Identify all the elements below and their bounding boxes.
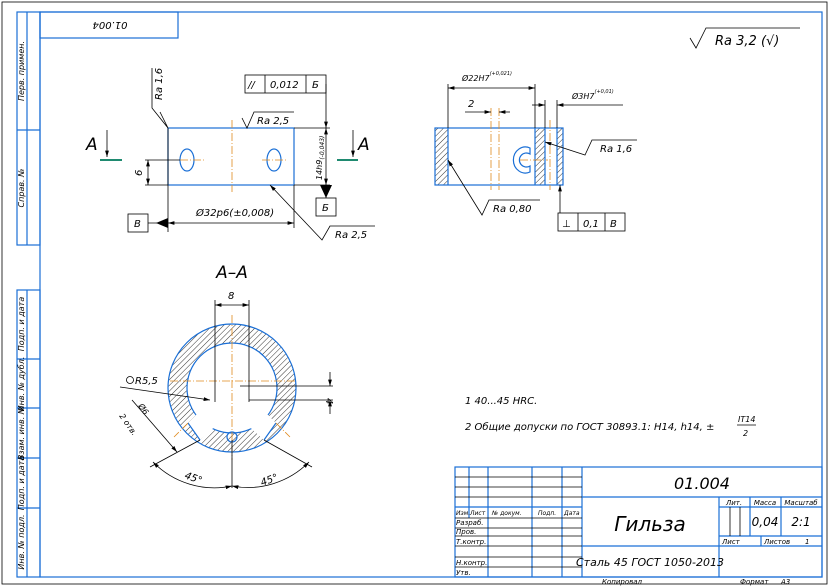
format-label: Формат xyxy=(740,578,769,586)
ra-right: Ra 1,6 xyxy=(600,144,632,155)
scale-value: 2:1 xyxy=(791,515,810,529)
side-strip-label: Взам. инв. № xyxy=(17,406,26,460)
title-block: Изм. Лист № докум. Подп. Дата Разраб. Пр… xyxy=(454,466,823,586)
top-stamp: 01.004 xyxy=(39,11,179,39)
gdt-symbol: ⊥ xyxy=(562,219,571,230)
top-stamp-text: 01.004 xyxy=(93,19,128,30)
note-1: 1 40...45 HRC. xyxy=(465,396,537,407)
gdt-symbol: // xyxy=(247,80,256,91)
ra-left: Ra 1,6 xyxy=(154,68,165,100)
role-approved: Утв. xyxy=(456,569,471,577)
ra-bottom: Ra 2,5 xyxy=(335,230,367,241)
dim-bore: Ø22H7(+0,021) xyxy=(461,71,512,83)
section-a-a: A–A 8 4 R5,5 Ø6 2 отв. 45° 45° xyxy=(117,263,334,490)
designation: 01.004 xyxy=(674,474,730,493)
dim-4: 4 xyxy=(323,398,334,404)
header-date: Дата xyxy=(563,510,580,517)
dim-8: 8 xyxy=(228,291,234,302)
role-norm-control: Н.контр. xyxy=(456,559,487,567)
dim-hole: Ø3H7(+0,01) xyxy=(571,89,614,101)
side-strip-label: Инв. № дубл. xyxy=(17,357,26,412)
dim-6: 6 xyxy=(134,170,145,176)
ra-bottom-side: Ra 0,80 xyxy=(493,204,532,215)
side-strip-label: Инв. № подл. xyxy=(17,514,26,569)
dim-2: 2 xyxy=(468,99,474,110)
material: Сталь 45 ГОСТ 1050-2013 xyxy=(576,556,724,569)
part-name: Гильза xyxy=(614,512,686,536)
gdt-datum: Б xyxy=(312,80,319,91)
sheets-label: Листов xyxy=(763,538,790,546)
dim-radius: R5,5 xyxy=(135,376,158,387)
datum-v: В xyxy=(134,219,141,230)
roughness-text: Ra 3,2 (√) xyxy=(715,34,779,49)
header-list: Лист xyxy=(469,510,486,517)
fraction-den: 2 xyxy=(743,429,748,438)
role-checker: Пров. xyxy=(456,528,476,536)
dim-height: 14h9(-0,043) xyxy=(315,136,326,180)
format-value: А3 xyxy=(780,578,790,586)
header-izm: Изм. xyxy=(456,510,470,517)
copied-label: Копировал xyxy=(602,578,643,586)
angle-left: 45° xyxy=(183,470,203,486)
note-2: 2 Общие допуски по ГОСТ 30893.1: H14, h1… xyxy=(465,421,714,433)
fraction-num: IT14 xyxy=(738,415,755,424)
side-strip-label: Перв. примен. xyxy=(17,41,26,101)
dim-diameter: Ø32p6(±0,008) xyxy=(195,207,274,219)
ra-top: Ra 2,5 xyxy=(257,116,289,127)
sheets-value: 1 xyxy=(805,538,809,546)
role-tech-control: Т.контр. xyxy=(456,538,486,546)
side-strip-label: Подп. и дата xyxy=(17,297,26,352)
holes-count: 2 отв. xyxy=(117,412,138,437)
general-roughness: Ra 3,2 (√) xyxy=(689,27,800,49)
gdt-datum: В xyxy=(610,219,617,230)
side-strip-label: Подп. и дата xyxy=(17,456,26,511)
gdt-perpendicular: ⊥ 0,1 В xyxy=(557,212,626,232)
gdt-value: 0,1 xyxy=(583,219,599,230)
side-strip-label: Справ. № xyxy=(17,169,26,208)
section-title: A–A xyxy=(215,263,248,283)
lit-label: Лит. xyxy=(725,499,742,507)
header-sign: Подп. xyxy=(538,510,556,517)
section-mark-right: A xyxy=(357,135,370,155)
front-view: Ra 1,6 Ra 2,5 Ra 2,5 6 Ø32p6(±0,008) В /… xyxy=(85,68,375,241)
mass-label: Масса xyxy=(754,499,776,507)
gdt-value: 0,012 xyxy=(270,80,299,91)
role-developer: Разраб. xyxy=(456,519,484,527)
scale-label: Масштаб xyxy=(784,499,818,507)
mass-value: 0,04 xyxy=(752,515,779,529)
angle-right: 45° xyxy=(259,472,279,488)
sheet-label: Лист xyxy=(721,538,741,546)
side-view: Ø22H7(+0,021) 2 Ø3H7(+0,01) Ra 1,6 Ra 0,… xyxy=(434,71,637,232)
section-mark-left: A xyxy=(85,135,98,155)
header-doc: № докум. xyxy=(491,510,522,517)
gdt-parallel: // 0,012 Б xyxy=(244,74,327,94)
datum-b: Б xyxy=(322,203,329,214)
part-outline xyxy=(167,127,295,186)
side-strip: Перв. примен. Справ. № Подп. и дата Инв.… xyxy=(16,11,41,578)
dim-hole-section: Ø6 xyxy=(136,401,151,417)
technical-notes: 1 40...45 HRC. 2 Общие допуски по ГОСТ 3… xyxy=(465,396,756,438)
